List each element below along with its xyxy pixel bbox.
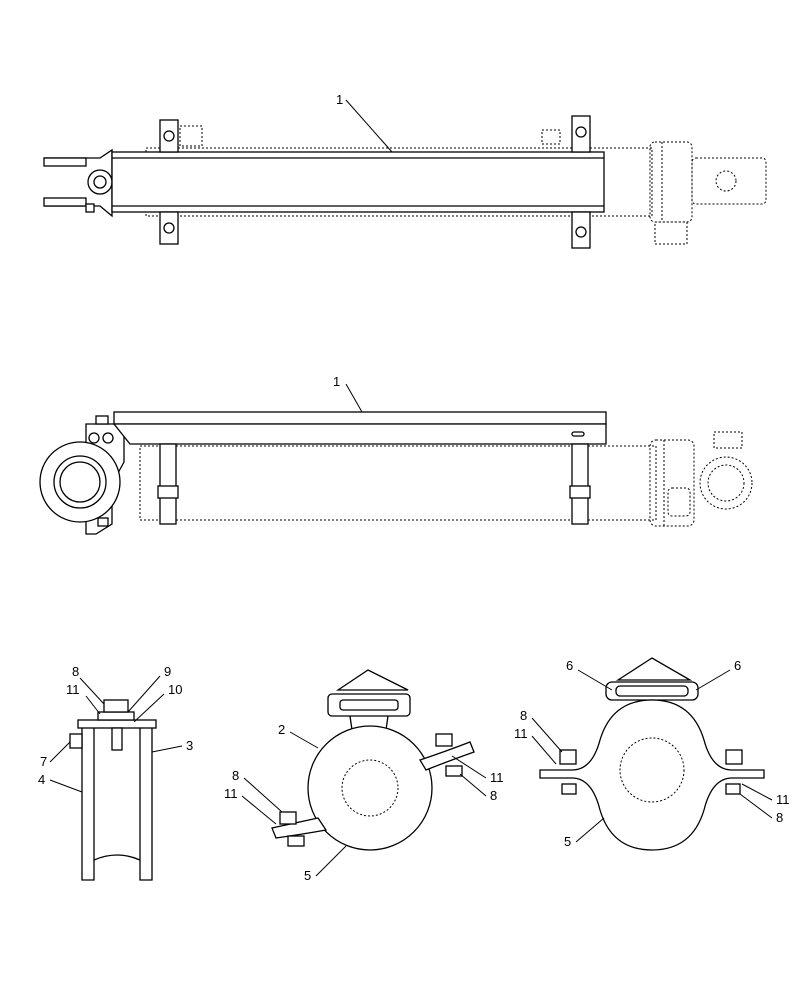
hidden-cylinder-body	[139, 431, 753, 527]
guard-beam	[111, 151, 605, 213]
leader-line	[345, 99, 393, 153]
callout-2: 2	[278, 722, 285, 737]
clamp-band-right-side	[569, 443, 591, 525]
callout-1: 1	[336, 92, 343, 107]
callout-8: 8	[520, 708, 527, 723]
callout-9: 9	[164, 664, 171, 679]
clamp-side-detail: 8 9 11 10 7 3 4	[38, 664, 193, 881]
clamp-band-left	[159, 119, 179, 245]
clamp-detail-b: 6 6 8 11 11 8 5	[514, 657, 790, 851]
clamp-band-left-side	[157, 443, 179, 525]
callout-11: 11	[224, 786, 238, 801]
callout-8: 8	[232, 768, 239, 783]
callout-4: 4	[38, 772, 45, 787]
callout-11: 11	[514, 726, 528, 741]
callout-7: 7	[40, 754, 47, 769]
clamp-detail-a: 2 8 11 11 8 5	[224, 669, 504, 883]
clevis-fork	[43, 148, 113, 218]
callout-11: 11	[776, 792, 790, 807]
guard-beam-side	[112, 411, 607, 445]
callout-8: 8	[776, 810, 783, 825]
callout-11: 11	[66, 682, 80, 697]
top-view-assembly: 1	[43, 92, 767, 249]
callout-8: 8	[490, 788, 497, 803]
callout-3: 3	[186, 738, 193, 753]
rod-eye-bracket	[39, 415, 125, 535]
callout-8: 8	[72, 664, 79, 679]
side-view-assembly: 1	[39, 374, 753, 535]
callout-6: 6	[734, 658, 741, 673]
leader-line	[345, 383, 363, 413]
callout-5: 5	[564, 834, 571, 849]
callout-5: 5	[304, 868, 311, 883]
callout-1: 1	[333, 374, 340, 389]
callout-10: 10	[168, 682, 182, 697]
clamp-band-right	[571, 115, 591, 249]
callout-11: 11	[490, 770, 504, 785]
callout-6: 6	[566, 658, 573, 673]
